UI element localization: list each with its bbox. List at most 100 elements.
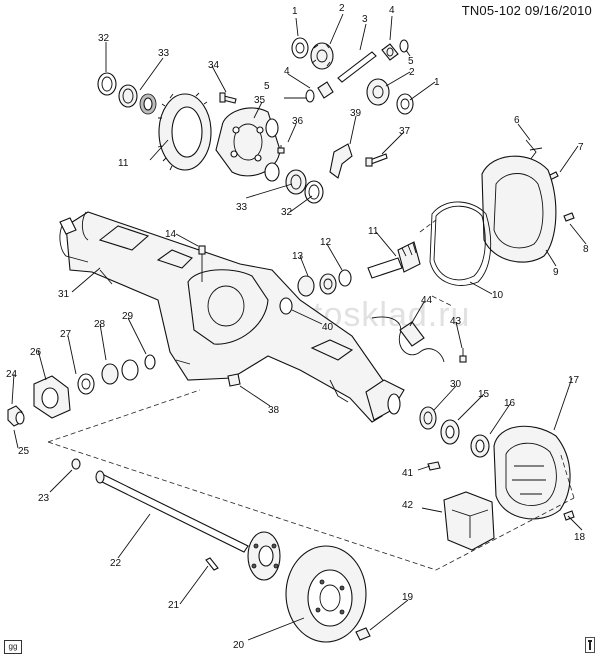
- callout-11: 11: [118, 158, 129, 169]
- pinion-flange-seal: [77, 373, 95, 395]
- callout-41: 41: [402, 468, 414, 479]
- callout-26: 26: [30, 347, 42, 358]
- callout-33: 33: [236, 202, 248, 213]
- callout-31: 31: [58, 289, 70, 300]
- pinion-washer: [15, 411, 25, 425]
- callout-16: 16: [504, 398, 516, 409]
- callout-44: 44: [421, 295, 433, 306]
- callout-2: 2: [339, 3, 345, 14]
- bearing-cap-bolt: [365, 153, 388, 167]
- axle-housing: [59, 211, 405, 423]
- callout-5: 5: [408, 56, 414, 67]
- callout-9: 9: [553, 267, 559, 278]
- callout-3: 3: [362, 14, 368, 25]
- brake-backing-plate: [493, 425, 571, 520]
- rotor-retainer-nut: [355, 627, 371, 641]
- callout-4: 4: [284, 66, 290, 77]
- side-gear-right: [366, 78, 390, 106]
- brake-caliper-bracket: [443, 491, 495, 551]
- pinion-gear-upper: [381, 43, 399, 61]
- brake-rotor: [285, 545, 367, 643]
- corner-tag: gg: [4, 640, 22, 654]
- housing-vent: [198, 245, 206, 282]
- pinion-thrust-washer-upper: [399, 39, 409, 53]
- drain-plug: [227, 373, 241, 387]
- callout-43: 43: [450, 316, 462, 327]
- axle-bearing: [419, 406, 437, 430]
- differential-cover: [481, 155, 557, 263]
- callout-14: 14: [165, 229, 177, 240]
- abs-sensor-harness: [371, 316, 445, 363]
- pinion-bearing-inner: [297, 273, 337, 297]
- harness-clip-bolt: [459, 348, 467, 363]
- callout-37: 37: [399, 126, 411, 137]
- callout-35: 35: [254, 95, 266, 106]
- callout-40: 40: [322, 322, 334, 333]
- collapsible-spacer: [144, 354, 156, 370]
- callout-33: 33: [158, 48, 170, 59]
- fill-plug: [563, 212, 575, 222]
- callout-27: 27: [60, 329, 72, 340]
- callout-23: 23: [38, 493, 50, 504]
- callout-34: 34: [208, 60, 220, 71]
- callout-39: 39: [350, 108, 362, 119]
- callout-labels: 1 2 3 4 5 4 2 1 5 32 33 34 35 11 36 39 3…: [6, 3, 589, 651]
- callout-11: 11: [368, 226, 379, 237]
- callout-20: 20: [233, 640, 245, 651]
- callout-25: 25: [18, 446, 30, 457]
- side-gear-thrust-washer-right: [396, 93, 414, 115]
- backing-plate-bolt: [427, 461, 441, 471]
- callout-1: 1: [434, 77, 440, 88]
- ring-gear-bolt: [219, 92, 237, 104]
- callout-21: 21: [168, 600, 180, 611]
- callout-30: 30: [450, 379, 462, 390]
- callout-42: 42: [402, 500, 414, 511]
- callout-17: 17: [568, 375, 580, 386]
- callout-15: 15: [478, 389, 490, 400]
- drive-pinion: [367, 241, 421, 279]
- callout-36: 36: [292, 116, 304, 127]
- callout-29: 29: [122, 311, 134, 322]
- pinion-thrust-washer-lower: [305, 89, 315, 103]
- differential-case: [215, 107, 281, 177]
- callout-32: 32: [98, 33, 110, 44]
- pinion-shaft: [337, 51, 377, 83]
- diagram-code-date: TN05-102 09/16/2010: [461, 3, 592, 18]
- callout-8: 8: [583, 244, 589, 255]
- callout-6: 6: [514, 115, 520, 126]
- bearing-cup-right: [304, 180, 324, 204]
- callout-2: 2: [409, 67, 415, 78]
- pinion-flange: [33, 375, 71, 419]
- pinion-shaft-lock-bolt: [277, 145, 285, 154]
- callout-12: 12: [320, 237, 332, 248]
- axle-shaft: [95, 470, 281, 581]
- callout-38: 38: [268, 405, 280, 416]
- vent-hose-clip: [525, 139, 543, 161]
- bearing-cap: [329, 143, 353, 179]
- axle-shaft-lock: [71, 458, 81, 470]
- callout-4: 4: [389, 5, 395, 16]
- callout-22: 22: [110, 558, 122, 569]
- bearing-left: [118, 84, 157, 115]
- assembly-guide-lines: [47, 219, 575, 571]
- callout-5: 5: [264, 81, 270, 92]
- side-gear-left: [310, 42, 334, 70]
- callout-13: 13: [292, 251, 304, 262]
- callout-1: 1: [292, 6, 298, 17]
- bearing-right: [264, 162, 307, 195]
- bearing-cup-left: [97, 72, 117, 96]
- wheel-stud: [205, 557, 219, 571]
- pinion-shim: [338, 269, 352, 287]
- pinion-bearing-outer: [101, 359, 139, 385]
- ring-gear: [157, 92, 212, 171]
- callout-18: 18: [574, 532, 586, 543]
- bolt-icon: [585, 637, 595, 653]
- pinion-oil-seal: [279, 297, 293, 315]
- callout-24: 24: [6, 369, 18, 380]
- pinion-gear-lower: [317, 81, 334, 99]
- callout-7: 7: [578, 142, 584, 153]
- callout-28: 28: [94, 319, 106, 330]
- cover-gasket: [429, 201, 492, 286]
- axle-bearing-seal: [440, 419, 460, 445]
